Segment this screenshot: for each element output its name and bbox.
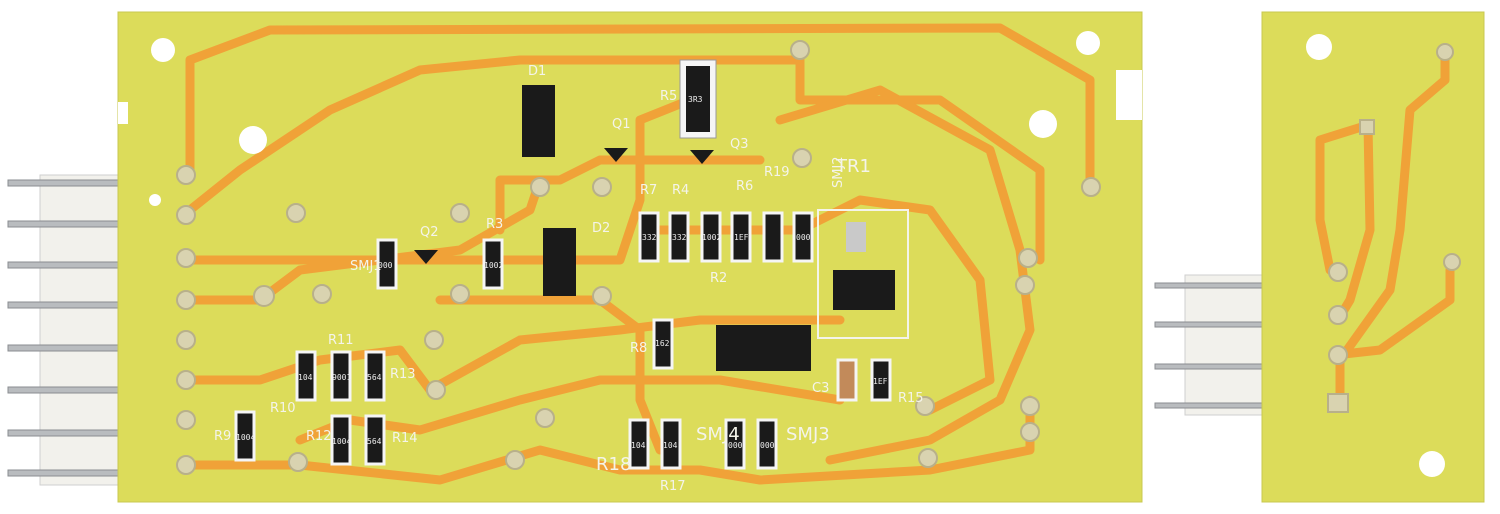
label-r14: R14 bbox=[392, 431, 418, 446]
label-r10: R10 bbox=[270, 401, 296, 416]
value-r18: 104 bbox=[631, 441, 646, 450]
value-r6: 1002 bbox=[702, 233, 721, 242]
value-smj2: 000 bbox=[796, 233, 811, 242]
label-smj4: SMJ4 bbox=[696, 424, 740, 445]
label-smj3: SMJ3 bbox=[786, 424, 830, 445]
value-r11: 9001 bbox=[332, 373, 351, 382]
value-smj1: 000 bbox=[378, 261, 393, 270]
value-r7: 332 bbox=[642, 233, 657, 242]
secondary-connector bbox=[1154, 274, 1266, 416]
value-r14: 564 bbox=[367, 437, 382, 446]
label-r2: R2 bbox=[710, 271, 727, 286]
main-connector bbox=[7, 174, 123, 486]
label-r8: R8 bbox=[630, 341, 647, 356]
label-q1: Q1 bbox=[612, 117, 631, 132]
secondary-board bbox=[1261, 11, 1485, 503]
label-r5: R5 bbox=[660, 89, 677, 104]
value-r4: 332 bbox=[672, 233, 687, 242]
label-r18: R18 bbox=[596, 454, 631, 475]
label-r9: R9 bbox=[214, 429, 231, 444]
value-smj4: 000 bbox=[728, 441, 743, 450]
value-r19: 1EF bbox=[734, 233, 749, 242]
label-d1: D1 bbox=[528, 64, 546, 79]
value-r3: 1002 bbox=[484, 261, 503, 270]
label-r7: R7 bbox=[640, 183, 657, 198]
value-r9: 1004 bbox=[236, 433, 255, 442]
value-smj3: 000 bbox=[760, 441, 775, 450]
components bbox=[414, 59, 895, 371]
value-r8: 162 bbox=[655, 339, 670, 348]
value-r5: 3R3 bbox=[688, 95, 703, 104]
value-r10: 104 bbox=[298, 373, 313, 382]
label-r11: R11 bbox=[328, 333, 354, 348]
label-d2: D2 bbox=[592, 221, 610, 236]
label-r6: R6 bbox=[736, 179, 753, 194]
label-r13: R13 bbox=[390, 367, 416, 382]
label-smj1: SMJ1 bbox=[350, 259, 382, 274]
label-q2: Q2 bbox=[420, 225, 439, 240]
label-r4: R4 bbox=[672, 183, 689, 198]
label-smj2: SMJ2 bbox=[831, 156, 846, 188]
label-r19: R19 bbox=[764, 165, 790, 180]
label-q3: Q3 bbox=[730, 137, 749, 152]
value-r15: 1EF bbox=[873, 377, 888, 386]
label-r15: R15 bbox=[898, 391, 924, 406]
value-r13: 564 bbox=[367, 373, 382, 382]
label-tr1: TR1 bbox=[835, 156, 871, 177]
label-c3: C3 bbox=[812, 381, 829, 396]
label-r3: R3 bbox=[486, 217, 503, 232]
main-board: D1 R5 3R3 Q1 Q3 TR1 SMJ2 R7 R4 R6 R19 33… bbox=[117, 11, 1143, 503]
label-r17: R17 bbox=[660, 479, 686, 494]
value-r12: 1004 bbox=[332, 437, 351, 446]
label-r12: R12 bbox=[306, 429, 332, 444]
value-r17: 104 bbox=[663, 441, 678, 450]
